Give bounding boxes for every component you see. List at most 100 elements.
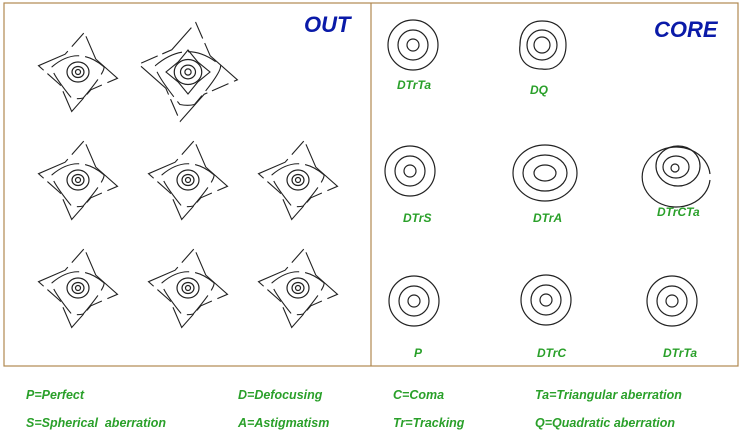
fringe-ring	[66, 277, 90, 299]
core-pattern	[646, 275, 698, 327]
fringe-ring	[522, 154, 568, 192]
core-pattern-label: DTrCTa	[657, 205, 700, 219]
legend-item: S=Spherical aberration	[26, 416, 166, 430]
out-pattern	[37, 247, 119, 329]
fringe-ring	[66, 169, 90, 191]
fringe-ring	[520, 274, 572, 326]
out-pattern	[37, 139, 119, 221]
core-pattern	[520, 274, 572, 326]
fringe-ring	[530, 284, 562, 316]
fringe-ring	[184, 68, 192, 76]
legend-item: D=Defocusing	[238, 388, 323, 402]
fringe-ring	[51, 55, 105, 100]
fringe-ring	[51, 271, 105, 316]
fringe-ring	[74, 176, 82, 184]
fringe-ring	[176, 169, 200, 191]
fringe-ring	[403, 164, 417, 178]
fringe-ring	[51, 163, 105, 208]
fringe-ring	[526, 29, 558, 61]
fringe-ring	[384, 145, 436, 197]
core-pattern-label: DTrTa	[397, 78, 431, 92]
fringe-ring	[291, 281, 305, 295]
core-pattern	[519, 20, 567, 70]
legend-item: P=Perfect	[26, 388, 85, 402]
fringe-ring	[294, 284, 302, 292]
fringe-ring	[176, 277, 200, 299]
core-pattern-label: DTrC	[537, 346, 566, 360]
fringe-ring	[394, 155, 426, 187]
fringe-spike	[257, 247, 339, 329]
fringe-ring	[294, 176, 302, 184]
legend-item: Ta=Triangular aberration	[535, 388, 682, 402]
core-pattern-label: DTrS	[403, 211, 431, 225]
fringe-ring	[398, 285, 430, 317]
fringe-ring	[184, 176, 192, 184]
fringe-spike	[37, 139, 119, 221]
out-pattern	[137, 21, 239, 123]
legend-item: A=Astigmatism	[237, 416, 329, 430]
fringe-ring	[71, 281, 85, 295]
fringe-spike	[137, 21, 239, 123]
fringe-ring	[407, 294, 421, 308]
fringe-ring	[71, 65, 85, 79]
fringe-ring	[286, 277, 310, 299]
fringe-spike	[37, 31, 119, 113]
core-pattern	[387, 19, 439, 71]
legend-item: Tr=Tracking	[393, 416, 465, 430]
fringe-ring	[71, 173, 85, 187]
fringe-ring	[533, 164, 557, 182]
core-panel-title: CORE	[654, 17, 719, 42]
fringe-ring	[662, 155, 690, 179]
fringe-ring	[286, 169, 310, 191]
fringe-ring	[74, 68, 82, 76]
fringe-ring	[291, 173, 305, 187]
out-pattern	[147, 247, 229, 329]
fringe-ring	[665, 294, 679, 308]
out-pattern	[147, 139, 229, 221]
core-pattern-label: P	[414, 346, 423, 360]
fringe-ring	[656, 285, 688, 317]
core-pattern	[641, 145, 711, 208]
core-pattern-label: DTrA	[533, 211, 562, 225]
fringe-ring	[387, 19, 439, 71]
fringe-ring	[655, 145, 701, 187]
fringe-spike	[147, 247, 229, 329]
out-pattern	[257, 247, 339, 329]
fringe-spike	[257, 139, 339, 221]
fringe-ring	[512, 144, 578, 202]
fringe-ring	[670, 163, 680, 173]
fringe-spike	[37, 247, 119, 329]
fringe-ring	[154, 51, 222, 106]
fringe-ring	[181, 281, 195, 295]
core-pattern-label: DTrTa	[663, 346, 697, 360]
fringe-ring	[179, 64, 197, 80]
fringe-ring	[397, 29, 429, 61]
core-pattern	[388, 275, 440, 327]
fringe-ring	[646, 275, 698, 327]
fringe-ring	[539, 293, 553, 307]
legend-item: Q=Quadratic aberration	[535, 416, 675, 430]
fringe-ring	[161, 271, 215, 316]
fringe-ring	[74, 284, 82, 292]
fringe-spike	[165, 49, 211, 95]
fringe-ring	[161, 163, 215, 208]
fringe-ring	[533, 36, 551, 54]
core-pattern-label: DQ	[530, 83, 549, 97]
fringe-ring	[271, 271, 325, 316]
fringe-ring	[406, 38, 420, 52]
out-panel-title: OUT	[304, 12, 352, 37]
out-pattern	[257, 139, 339, 221]
out-pattern	[37, 31, 119, 113]
fringe-ring	[173, 58, 203, 86]
fringe-ring	[184, 284, 192, 292]
legend-item: C=Coma	[393, 388, 444, 402]
core-pattern	[512, 144, 578, 202]
fringe-ring	[271, 163, 325, 208]
fringe-ring	[66, 61, 90, 83]
fringe-ring	[388, 275, 440, 327]
fringe-ring	[519, 20, 567, 70]
fringe-ring	[181, 173, 195, 187]
core-pattern	[384, 145, 436, 197]
fringe-spike	[147, 139, 229, 221]
